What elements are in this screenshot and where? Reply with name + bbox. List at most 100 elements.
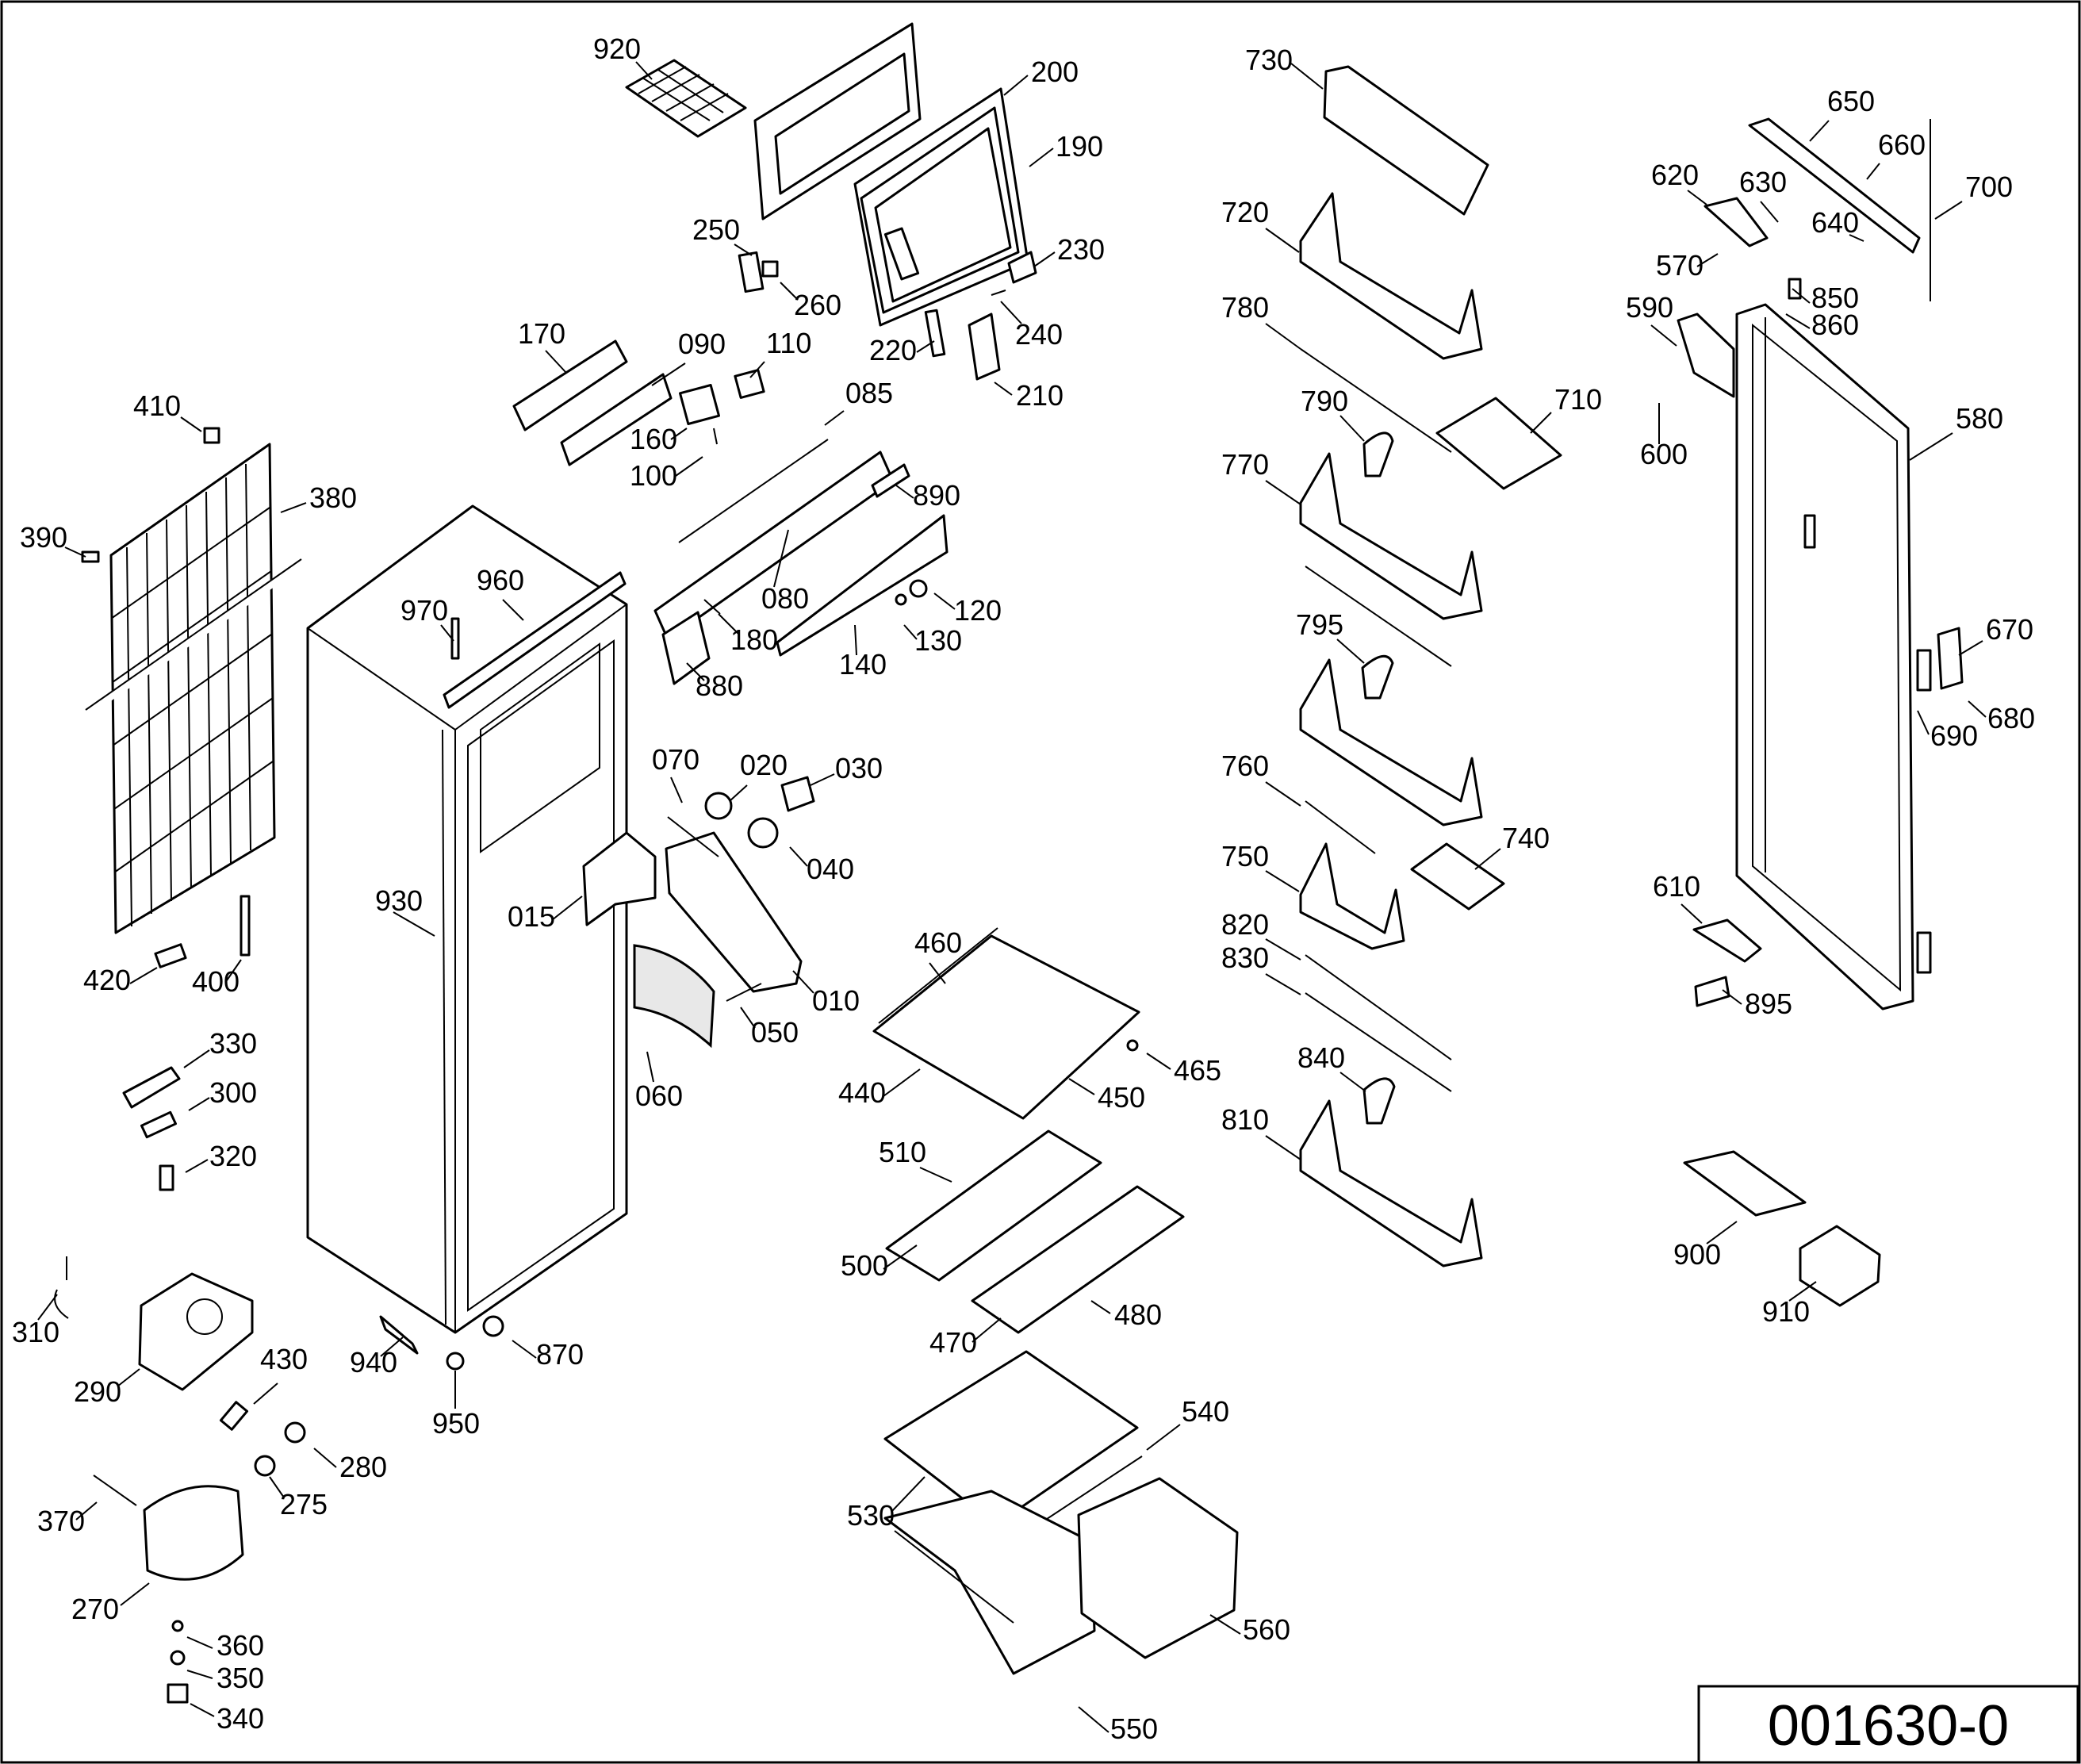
part-label-080: 080 (761, 582, 809, 615)
leader-line-270 (120, 1582, 150, 1606)
leader-line-370 (75, 1501, 98, 1520)
leader-line-610 (1681, 903, 1703, 924)
leader-line-290 (117, 1368, 140, 1387)
part-label-465: 465 (1174, 1054, 1221, 1087)
crisper-550-drawing (883, 1490, 1096, 1675)
leader-line-400 (226, 959, 242, 981)
leader-line-620 (1687, 190, 1707, 205)
leader-line-550 (1078, 1706, 1109, 1733)
leader-line-280 (313, 1448, 337, 1468)
part-label-630: 630 (1739, 166, 1787, 198)
part-label-260: 260 (794, 289, 841, 321)
ice-tray-drawing (625, 59, 747, 138)
leader-line-480 (1090, 1300, 1111, 1314)
leader-line-015 (551, 895, 583, 921)
part-label-250: 250 (692, 213, 740, 246)
leader-lines (37, 61, 1987, 1733)
drawing-code-box: 001630-0 (1697, 1685, 2079, 1764)
leader-line-430 (253, 1382, 278, 1405)
part-label-970: 970 (400, 594, 448, 627)
leader-line-070 (670, 777, 683, 803)
leader-line-510 (919, 1167, 952, 1183)
leader-line-720 (1265, 228, 1300, 253)
door-bins-drawing (1299, 65, 1562, 1267)
leader-line-920 (635, 61, 653, 80)
leader-line-085 (824, 410, 845, 426)
part-label-440: 440 (838, 1076, 886, 1109)
cabinet-drawing (306, 504, 628, 1334)
fridge-door-drawing (1677, 117, 1964, 1010)
leader-line-010 (792, 970, 814, 994)
leader-line-540 (1146, 1424, 1181, 1451)
leader-line-450 (1068, 1078, 1095, 1095)
part-label-960: 960 (477, 564, 524, 596)
leader-line-260 (780, 282, 799, 301)
leader-line-790 (1339, 415, 1365, 442)
part-label-540: 540 (1182, 1395, 1229, 1428)
leader-line-350 (186, 1670, 213, 1679)
part-label-720: 720 (1221, 196, 1269, 228)
part-label-600: 600 (1640, 438, 1688, 470)
condenser-drawing (81, 427, 304, 934)
part-label-130: 130 (914, 624, 962, 657)
leader-line-030 (810, 773, 835, 786)
leader-line-580 (1909, 432, 1953, 461)
part-label-400: 400 (192, 965, 240, 998)
leader-line-380 (280, 502, 307, 513)
leader-line-795 (1336, 638, 1365, 664)
leader-line-860 (1785, 313, 1811, 329)
part-label-350: 350 (217, 1662, 264, 1694)
leader-line-300 (188, 1097, 210, 1111)
leader-line-700 (1934, 201, 1963, 220)
leader-line-500 (883, 1244, 918, 1270)
part-label-770: 770 (1221, 448, 1269, 481)
drawing-code: 001630-0 (1768, 1694, 2009, 1758)
part-label-795: 795 (1296, 608, 1343, 641)
leader-line-465 (1146, 1053, 1171, 1070)
leader-line-850 (1792, 288, 1811, 304)
part-label-240: 240 (1015, 318, 1063, 351)
leader-line-670 (1958, 640, 1983, 656)
part-label-830: 830 (1221, 941, 1269, 974)
freezer-door-drawing (753, 22, 1029, 327)
part-label-750: 750 (1221, 840, 1269, 872)
leader-line-660 (1866, 163, 1880, 180)
leader-line-750 (1265, 870, 1300, 892)
part-label-950: 950 (432, 1407, 480, 1440)
leader-line-460 (929, 962, 946, 984)
leader-line-680 (1968, 700, 1987, 718)
leader-line-940 (380, 1336, 404, 1357)
part-label-290: 290 (74, 1375, 121, 1408)
part-label-840: 840 (1297, 1041, 1345, 1074)
leader-line-420 (129, 967, 158, 984)
part-label-640: 640 (1811, 206, 1859, 239)
part-label-910: 910 (1762, 1295, 1810, 1328)
leader-line-060 (646, 1051, 654, 1083)
leader-line-240 (1000, 301, 1022, 324)
part-label-580: 580 (1956, 402, 2003, 435)
leader-line-880 (686, 662, 705, 681)
leader-line-820 (1265, 938, 1301, 961)
leader-line-740 (1474, 848, 1501, 870)
part-label-040: 040 (807, 853, 854, 885)
leader-line-530 (891, 1476, 926, 1513)
part-label-120: 120 (954, 594, 1002, 627)
crisper-560-drawing (1077, 1477, 1239, 1659)
leader-line-900 (1706, 1221, 1738, 1244)
leader-line-140 (854, 624, 857, 656)
leader-line-275 (269, 1476, 285, 1498)
part-label-010: 010 (812, 984, 860, 1017)
part-label-650: 650 (1827, 85, 1875, 117)
leader-line-780 (1265, 323, 1301, 350)
leader-line-180 (718, 613, 740, 635)
leader-line-830 (1265, 973, 1301, 995)
part-label-670: 670 (1986, 613, 2033, 646)
leader-line-130 (903, 624, 918, 640)
leader-line-120 (933, 592, 956, 610)
leader-line-640 (1849, 234, 1864, 242)
part-label-420: 420 (83, 964, 131, 996)
leader-line-190 (1029, 148, 1054, 167)
leader-line-470 (972, 1317, 1002, 1343)
